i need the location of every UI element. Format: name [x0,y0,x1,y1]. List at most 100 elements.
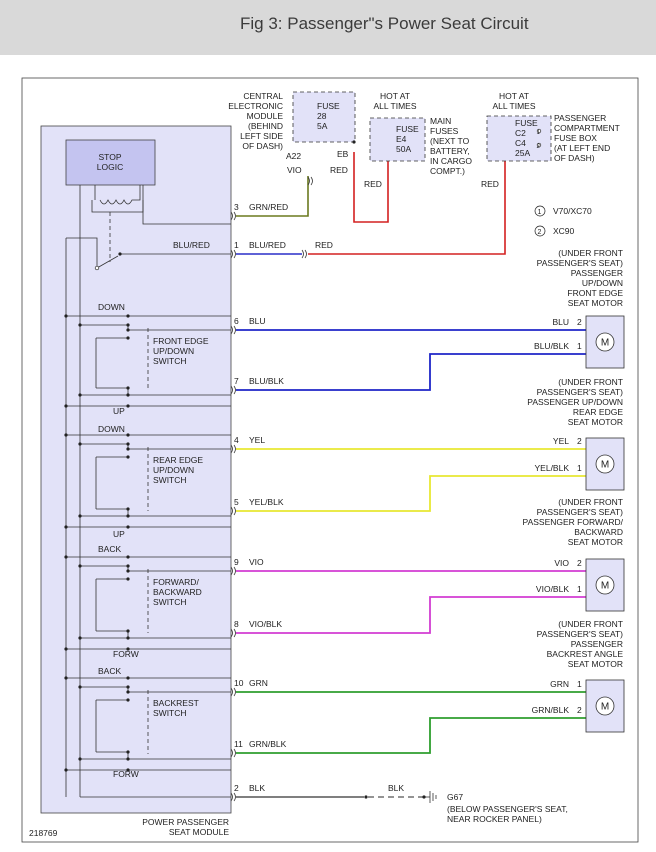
cem-wire-right: RED [330,165,348,175]
switch-3-contact-1 [126,564,130,568]
switch-3-contact-2 [126,569,130,573]
wire-pin-7-motor-label: BLU/BLK [534,341,569,351]
main-desc-line-0: MAIN [430,116,451,126]
switch-1-contact-1 [126,323,130,327]
legend-mark-num-1: 1 [538,209,542,216]
wire-pin-3-connector-b [233,211,236,221]
switch-1-bus-dot-a [64,314,68,318]
motor-2-desc-line-2: PASSENGER UP/DOWN [527,397,623,407]
wire-pin-1-label: BLU/RED [249,240,286,250]
cem-fuse-label-line-1: 28 [317,111,327,121]
ground-desc-line-0: (BELOW PASSENGER'S SEAT, [447,804,568,814]
legend-mark-num-2: 2 [538,229,542,236]
pass-fuse-label-line-1: C2 [515,128,526,138]
main-fuse-label-line-2: 50A [396,144,411,154]
wire-pin-11-connector-b [233,748,236,758]
cem-pin-right: EB [337,149,349,159]
switch-4-top-label: BACK [98,666,121,676]
seat-module-box [40,125,232,814]
motor-3-desc-line-2: PASSENGER FORWARD/ [523,517,624,527]
switch-4-name-line-0: BACKREST [153,698,199,708]
ground-splice-a [364,795,368,799]
pass-mark-2 [536,142,542,148]
wire-pin-8-label: VIO/BLK [249,619,282,629]
switch-3-name-line-2: SWITCH [153,597,187,607]
pass-hot-line-0: HOT AT [499,91,529,101]
wire-pin-8-wire [236,596,586,634]
motor-3-desc-line-3: BACKWARD [574,527,623,537]
ground-name: G67 [447,792,463,802]
wire-pin-4-connector-a [230,444,233,454]
motor-1-symbol-letter: M [601,338,609,349]
wire-pin-6-motor-label: BLU [552,317,569,327]
switch-1-name-line-0: FRONT EDGE [153,336,209,346]
switch-2-bus2-dot-b [78,514,82,518]
wire-pin-1-connector-a [230,249,233,259]
motor-4-symbol [595,696,615,716]
switch-3-name-line-1: BACKWARD [153,587,202,597]
switch-4-name-line-1: SWITCH [153,708,187,718]
switch-3-contact-0 [126,555,130,559]
switch-3-bus2-dot-b [78,636,82,640]
switch-3-contact-3 [126,577,130,581]
wire-pin-8-connector-a [230,628,233,638]
wire-pin-3-number: 3 [234,202,239,212]
switch-1-contact-0 [126,314,130,318]
switch-3-top-label: BACK [98,544,121,554]
motor-3-symbol-letter: M [601,581,609,592]
cem-desc-line-3: (BEHIND [248,121,283,131]
stop-logic-text-line-0: STOP [99,152,122,162]
switch-2-bot-label: UP [113,529,125,539]
switch-1-bot-label: UP [113,406,125,416]
wire-pin-5-number: 5 [234,497,239,507]
wire-pin-7-label: BLU/BLK [249,376,284,386]
cem-desc-line-2: MODULE [247,111,284,121]
wire-pin-9-number: 9 [234,557,239,567]
switch-1-bus-dot-b [64,404,68,408]
switch-1-name-line-1: UP/DOWN [153,346,194,356]
switch-4-w3 [95,699,128,753]
switch-4-contact-6 [126,768,130,772]
switch-3-bus-dot-a [64,555,68,559]
motor-3-symbol [595,575,615,595]
switch-4-bus-dot-b [64,768,68,772]
wire-pin-6-connector-a [230,325,233,335]
pass-desc-line-2: FUSE BOX [554,133,597,143]
wire-pin-5-connector-b [233,506,236,516]
switch-2-contact-3 [126,455,130,459]
switch-1-contact-4 [126,386,130,390]
switch-4-contact-5 [126,757,130,761]
wire-pin-10-motor-pin: 1 [577,679,582,689]
motor-1-desc-line-0: (UNDER FRONT [558,248,623,258]
motor-2-desc-line-0: (UNDER FRONT [558,377,623,387]
switch-4-bus2-dot-b [78,757,82,761]
motor-3-desc-line-1: PASSENGER'S SEAT) [537,507,623,517]
wire-pin-5-wire [236,475,586,512]
wire-pin-11-motor-pin: 2 [577,705,582,715]
switch-3-bot-label: FORW [113,649,139,659]
relay-coil [94,185,141,205]
motor-2-desc-line-1: PASSENGER'S SEAT) [537,387,623,397]
wire-pin-2-connector-b [233,792,236,802]
wire-pin-1-red-label: RED [315,240,333,250]
cem-fuse-label-line-2: 5A [317,121,328,131]
wire-pin-1-connector-b [233,249,236,259]
wire-pin-8-number: 8 [234,619,239,629]
motor-1-desc-line-3: UP/DOWN [582,278,623,288]
main-fuse-red-wire [353,152,389,223]
switch-1-contact-6 [126,404,130,408]
legend-mark-1 [534,205,546,217]
wire-pin-1-number: 1 [234,240,239,250]
pass-mark-1-num: 1 [537,130,541,136]
wire-pin-1-inline-connector-a [301,249,304,259]
switch-2-contact-1 [126,442,130,446]
motor-4-desc-line-2: PASSENGER [571,639,623,649]
wire-pin-1-red [308,152,506,255]
header-bar: Fig 3: Passenger"s Power Seat Circuit [0,0,656,55]
motor-4-desc-line-3: BACKREST ANGLE [547,649,624,659]
wire-pin-6-number: 6 [234,316,239,326]
legend-text-2: XC90 [553,226,575,236]
wire-pin-10-motor-label: GRN [550,679,569,689]
switch-1-bus2-dot-a [78,323,82,327]
